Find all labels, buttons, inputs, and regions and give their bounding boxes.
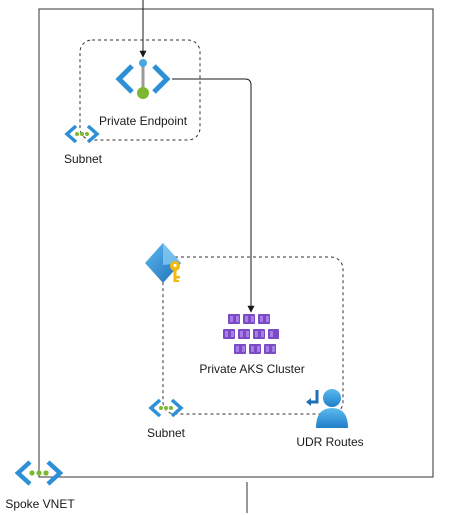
private-endpoint-label: Private Endpoint <box>99 114 188 128</box>
kubernetes-cluster-icon <box>223 314 279 354</box>
key-vault-icon <box>145 243 181 283</box>
spoke-vnet-boundary <box>38 8 434 478</box>
spoke-vnet-label: Spoke VNET <box>5 497 75 511</box>
route-table-user-icon <box>306 389 348 428</box>
subnet-top-icon <box>64 124 100 144</box>
subnet-group-top <box>79 39 201 141</box>
subnet-bottom-label: Subnet <box>147 426 186 440</box>
subnet-group-bottom <box>162 256 344 415</box>
udr-routes-label: UDR Routes <box>296 435 363 449</box>
private-aks-cluster-label: Private AKS Cluster <box>199 362 304 376</box>
subnet-bottom-icon <box>148 398 184 418</box>
endpoint-to-aks-connector <box>172 78 255 313</box>
spoke-vnet-icon <box>14 460 64 486</box>
subnet-top-label: Subnet <box>64 152 103 166</box>
private-endpoint-icon <box>115 59 171 99</box>
